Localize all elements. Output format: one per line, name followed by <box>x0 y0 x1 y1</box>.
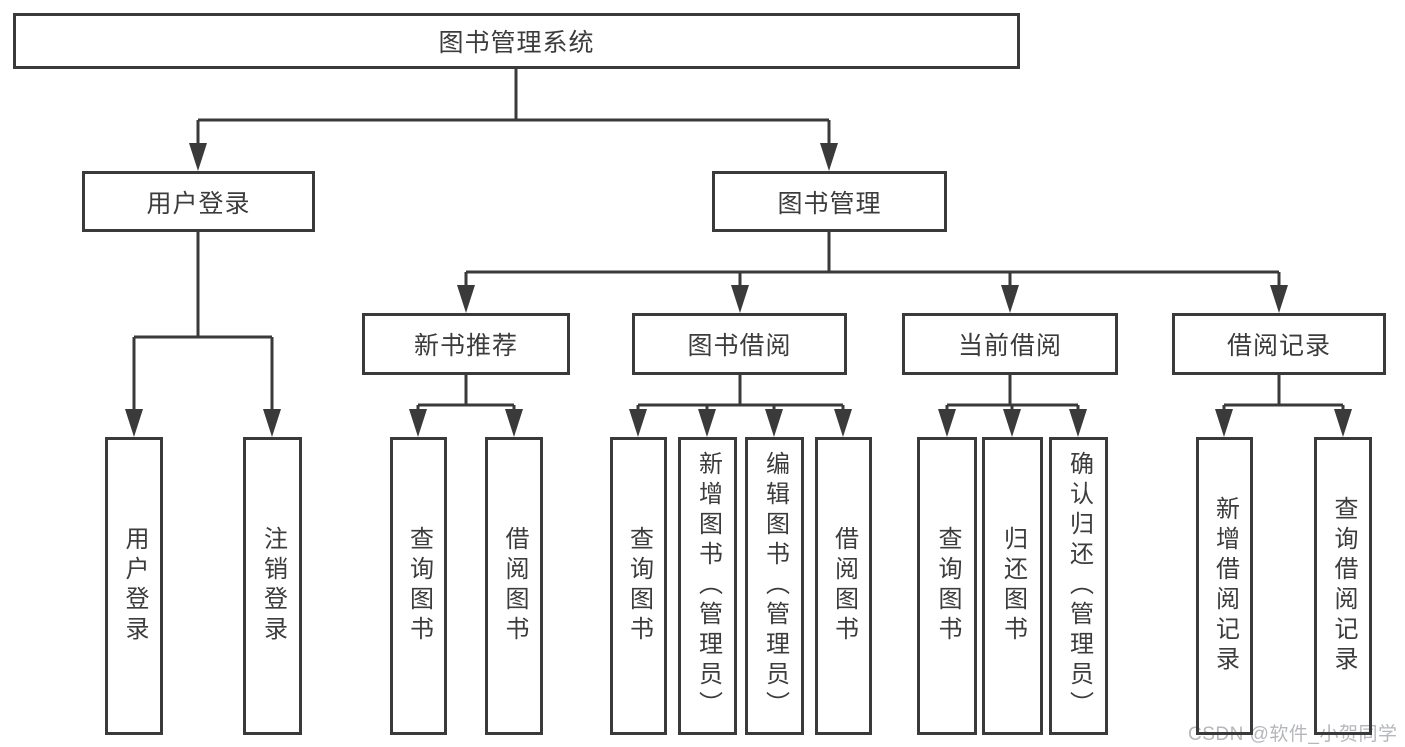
leaf-borrow-books: 借阅图书 <box>815 437 872 735</box>
leaf-label: 确认归还（管理员） <box>1065 451 1093 721</box>
leaf-logout: 注销登录 <box>243 437 302 735</box>
leaf-edit-book-admin: 编辑图书（管理员） <box>745 437 804 735</box>
leaf-add-book-admin: 新增图书（管理员） <box>678 437 737 735</box>
leaf-query-books-recommend: 查询图书 <box>390 437 447 735</box>
leaf-query-books-current: 查询图书 <box>917 437 977 735</box>
leaf-user-login: 用户登录 <box>105 437 163 735</box>
leaf-label: 查询借阅记录 <box>1330 496 1357 676</box>
leaf-query-borrow-record: 查询借阅记录 <box>1314 437 1372 735</box>
node-current-borrowing: 当前借阅 <box>902 313 1118 375</box>
leaf-label: 新增图书（管理员） <box>694 451 722 721</box>
node-label: 用户登录 <box>146 189 251 218</box>
node-library-management-system: 图书管理系统 <box>13 13 1020 69</box>
node-user-login: 用户登录 <box>82 171 315 232</box>
leaf-add-borrow-record: 新增借阅记录 <box>1196 437 1253 735</box>
node-book-management: 图书管理 <box>712 171 947 232</box>
leaf-return-book: 归还图书 <box>982 437 1043 735</box>
node-new-book-recommend: 新书推荐 <box>362 313 570 375</box>
leaf-label: 编辑图书（管理员） <box>761 451 789 721</box>
leaf-label: 注销登录 <box>259 526 287 646</box>
node-label: 图书管理系统 <box>438 29 595 57</box>
leaf-label: 借阅图书 <box>501 526 528 646</box>
node-label: 新书推荐 <box>413 332 518 360</box>
leaf-label: 查询图书 <box>405 526 433 646</box>
node-label: 图书借阅 <box>687 332 792 360</box>
node-label: 借阅记录 <box>1226 332 1331 360</box>
leaf-confirm-return-admin: 确认归还（管理员） <box>1049 437 1108 735</box>
leaf-label: 查询图书 <box>934 526 961 646</box>
leaf-borrow-books-recommend: 借阅图书 <box>485 437 543 735</box>
node-label: 图书管理 <box>777 189 882 218</box>
node-label: 当前借阅 <box>957 332 1062 360</box>
csdn-watermark: CSDN @软件_小贺同学 <box>1188 724 1398 745</box>
leaf-label: 新增借阅记录 <box>1211 496 1239 676</box>
leaf-label: 用户登录 <box>121 526 148 646</box>
node-book-borrowing: 图书借阅 <box>632 313 847 375</box>
leaf-query-books-borrow: 查询图书 <box>610 437 667 735</box>
leaf-label: 借阅图书 <box>830 526 858 646</box>
node-borrowing-records: 借阅记录 <box>1172 313 1386 375</box>
leaf-label: 归还图书 <box>999 526 1027 646</box>
leaf-label: 查询图书 <box>625 526 653 646</box>
